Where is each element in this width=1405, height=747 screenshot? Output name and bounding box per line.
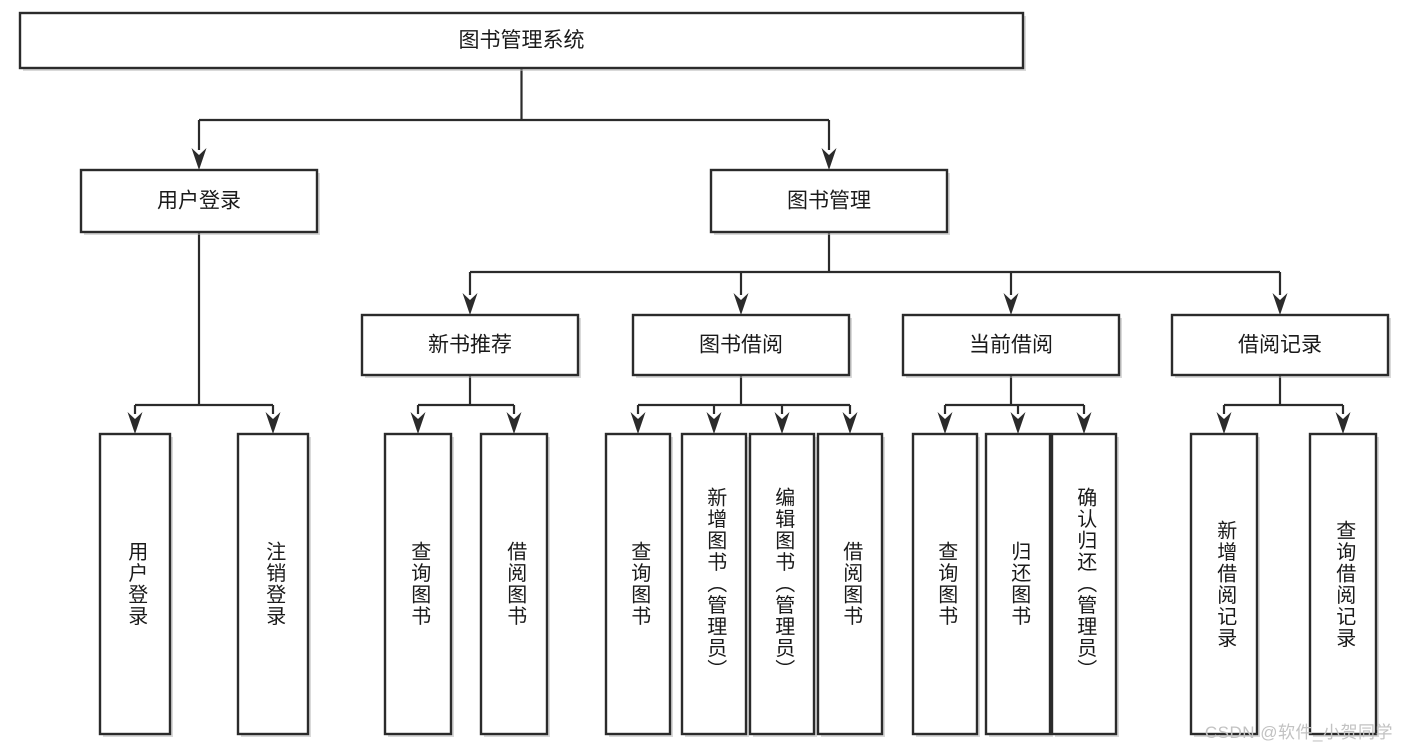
node-label-book-borrow: 图书借阅 bbox=[699, 334, 783, 357]
node-box-leaf-query-borrow-record[interactable] bbox=[1308, 432, 1378, 736]
node-box-leaf-confirm-return-admin[interactable] bbox=[1050, 432, 1118, 736]
edge-current-borrow-branch-1-head bbox=[1010, 412, 1026, 434]
node-box-leaf-query-book-3[interactable] bbox=[911, 432, 979, 736]
edge-borrow-record-branch-1-head bbox=[1335, 412, 1351, 434]
node-box-leaf-add-book-admin[interactable] bbox=[680, 432, 748, 736]
edge-user-login-branch-0-head bbox=[127, 412, 143, 434]
csdn-watermark: CSDN @软件_小贺同学 bbox=[1204, 723, 1393, 742]
edge-new-book-recommend-branch-1-head bbox=[506, 412, 522, 434]
node-box-leaf-query-book-1[interactable] bbox=[383, 432, 453, 736]
node-box-book-borrow[interactable] bbox=[631, 313, 851, 377]
edge-book-manage-branch-2-head bbox=[1003, 293, 1019, 315]
edge-root-branch-1-head bbox=[821, 148, 837, 170]
node-box-leaf-user-logout[interactable] bbox=[236, 432, 310, 736]
node-box-root[interactable] bbox=[18, 11, 1025, 70]
node-box-layer bbox=[18, 11, 1391, 737]
node-box-current-borrow[interactable] bbox=[901, 313, 1121, 377]
node-box-leaf-borrow-book-1[interactable] bbox=[479, 432, 549, 736]
edge-book-manage-branch-3-head bbox=[1272, 293, 1288, 315]
node-box-leaf-add-borrow-record[interactable] bbox=[1189, 432, 1259, 736]
node-box-borrow-record[interactable] bbox=[1170, 313, 1390, 377]
edge-book-borrow-branch-1-head bbox=[706, 412, 722, 434]
node-box-leaf-borrow-book-2[interactable] bbox=[816, 432, 884, 736]
edge-user-login-branch-1-head bbox=[265, 412, 281, 434]
node-box-new-book-recommend[interactable] bbox=[360, 313, 580, 377]
node-label-current-borrow: 当前借阅 bbox=[969, 334, 1053, 357]
node-label-user-login: 用户登录 bbox=[157, 190, 241, 213]
edge-book-borrow-branch-0-head bbox=[630, 412, 646, 434]
edge-new-book-recommend-branch-0-head bbox=[410, 412, 426, 434]
connector-layer bbox=[127, 68, 1351, 434]
node-box-leaf-edit-book-admin[interactable] bbox=[748, 432, 816, 736]
edge-book-borrow-branch-3-head bbox=[842, 412, 858, 434]
node-label-book-manage: 图书管理 bbox=[787, 190, 871, 213]
node-label-root: 图书管理系统 bbox=[459, 29, 585, 52]
edge-book-borrow-branch-2-head bbox=[774, 412, 790, 434]
edge-current-borrow-branch-0-head bbox=[937, 412, 953, 434]
edge-root-branch-0-head bbox=[191, 148, 207, 170]
node-box-leaf-user-login[interactable] bbox=[98, 432, 172, 736]
node-box-book-manage[interactable] bbox=[709, 168, 949, 234]
edge-book-manage-branch-0-head bbox=[462, 293, 478, 315]
edge-current-borrow-branch-2-head bbox=[1076, 412, 1092, 434]
node-box-user-login[interactable] bbox=[79, 168, 319, 234]
node-box-leaf-return-book[interactable] bbox=[984, 432, 1052, 736]
node-box-leaf-query-book-2[interactable] bbox=[604, 432, 672, 736]
node-label-new-book-recommend: 新书推荐 bbox=[428, 334, 512, 357]
edge-borrow-record-branch-0-head bbox=[1216, 412, 1232, 434]
edge-book-manage-branch-1-head bbox=[733, 293, 749, 315]
node-label-borrow-record: 借阅记录 bbox=[1238, 334, 1322, 357]
